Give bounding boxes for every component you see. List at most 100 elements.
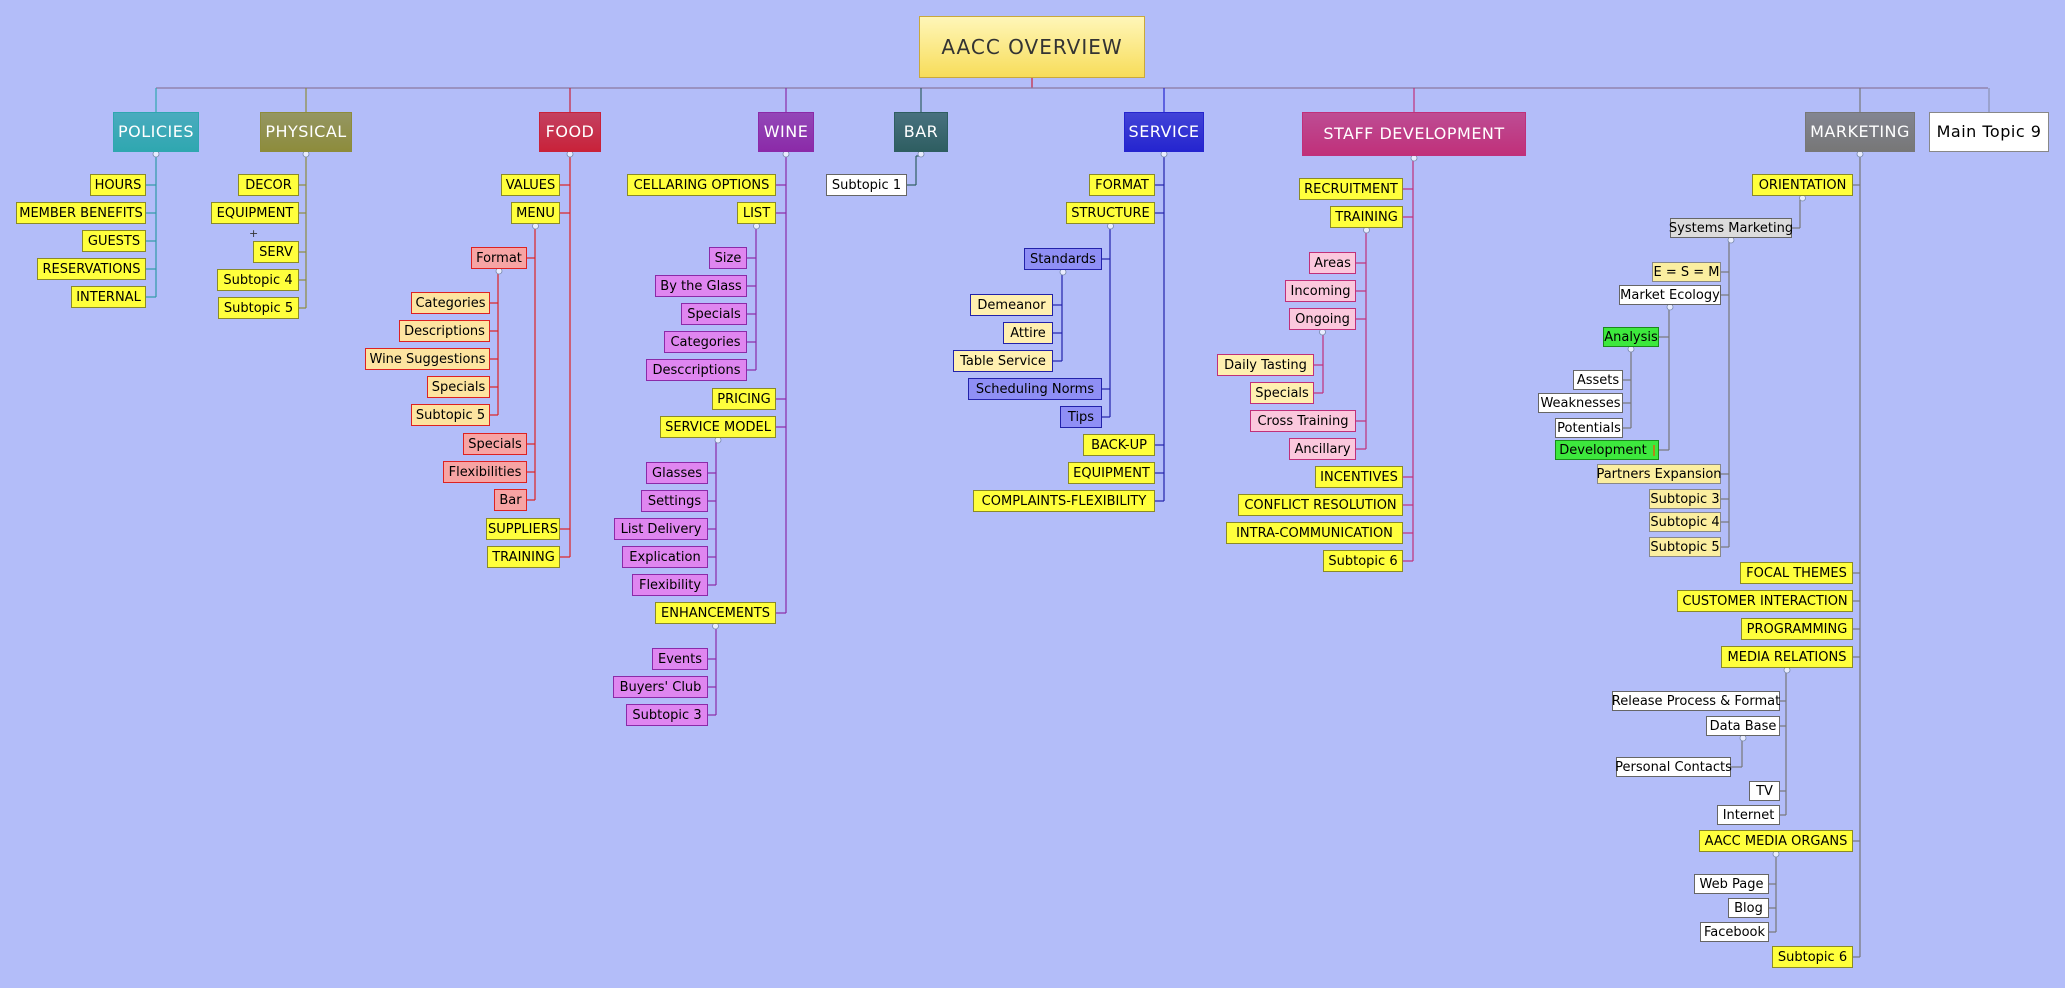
node-food-values[interactable]: VALUES bbox=[501, 174, 560, 196]
node-wine-glass[interactable]: By the Glass bbox=[655, 275, 747, 297]
node-phy-decor[interactable]: DECOR bbox=[238, 174, 299, 196]
node-stf-specials[interactable]: Specials bbox=[1250, 382, 1314, 404]
node-pol-res[interactable]: RESERVATIONS bbox=[37, 258, 146, 280]
node-stf-intra[interactable]: INTRA-COMMUNICATION bbox=[1226, 522, 1403, 544]
node-stf-incoming[interactable]: Incoming bbox=[1285, 280, 1356, 302]
node-wine-flex[interactable]: Flexibility bbox=[632, 574, 708, 596]
node-mkt-analysis[interactable]: Analysis bbox=[1603, 327, 1659, 347]
node-svc-attire[interactable]: Attire bbox=[1003, 322, 1053, 344]
node-marketing[interactable]: MARKETING bbox=[1805, 112, 1915, 152]
node-mkt-sub6[interactable]: Subtopic 6 bbox=[1772, 946, 1853, 968]
node-food-menu[interactable]: MENU bbox=[511, 202, 560, 224]
node-svc-structure[interactable]: STRUCTURE bbox=[1066, 202, 1155, 224]
node-mkt-partners[interactable]: Partners Expansion bbox=[1596, 464, 1722, 484]
node-phy-sub4[interactable]: Subtopic 4 bbox=[217, 269, 299, 291]
node-food-desc[interactable]: Descriptions bbox=[399, 320, 490, 342]
node-svc-standards[interactable]: Standards bbox=[1024, 248, 1102, 270]
node-wine-explic[interactable]: Explication bbox=[622, 546, 708, 568]
node-svc-complaints[interactable]: COMPLAINTS-FLEXIBILITY bbox=[973, 490, 1155, 512]
node-wine-cellar[interactable]: CELLARING OPTIONS bbox=[627, 174, 776, 196]
node-pol-guests[interactable]: GUESTS bbox=[82, 230, 146, 252]
node-stf-incentives[interactable]: INCENTIVES bbox=[1315, 466, 1403, 488]
node-svc-format[interactable]: FORMAT bbox=[1089, 174, 1155, 196]
node-wine-cats[interactable]: Categories bbox=[664, 331, 747, 353]
node-phy-sub5[interactable]: Subtopic 5 bbox=[218, 297, 299, 319]
node-mkt-organs[interactable]: AACC MEDIA ORGANS bbox=[1699, 830, 1853, 852]
node-mkt-focal[interactable]: FOCAL THEMES bbox=[1740, 562, 1853, 584]
node-mkt-weak[interactable]: Weaknesses bbox=[1538, 393, 1623, 413]
node-mkt-assets[interactable]: Assets bbox=[1573, 370, 1623, 390]
node-wine-settings[interactable]: Settings bbox=[641, 490, 708, 512]
node-root[interactable]: AACC OVERVIEW bbox=[919, 16, 1145, 78]
node-policies[interactable]: POLICIES bbox=[113, 112, 199, 152]
node-mkt-personal[interactable]: Personal Contacts bbox=[1615, 757, 1732, 777]
node-food-suppliers[interactable]: SUPPLIERS bbox=[486, 518, 560, 540]
node-food-training[interactable]: TRAINING bbox=[487, 546, 560, 568]
node-mkt-ecology[interactable]: Market Ecology bbox=[1619, 285, 1721, 305]
node-wine-glasses[interactable]: Glasses bbox=[646, 462, 708, 484]
node-service[interactable]: SERVICE bbox=[1124, 112, 1204, 152]
node-mkt-orient[interactable]: ORIENTATION bbox=[1752, 174, 1853, 196]
node-wine-enh[interactable]: ENHANCEMENTS bbox=[655, 602, 776, 624]
node-wine[interactable]: WINE bbox=[758, 112, 814, 152]
node-mkt-internet[interactable]: Internet bbox=[1717, 805, 1780, 825]
node-stf-ancillary[interactable]: Ancillary bbox=[1289, 438, 1356, 460]
node-mkt-programming[interactable]: PROGRAMMING bbox=[1741, 618, 1853, 640]
node-food-wine[interactable]: Wine Suggestions bbox=[365, 348, 490, 370]
node-wine-sub3[interactable]: Subtopic 3 bbox=[626, 704, 708, 726]
node-food-format[interactable]: Format bbox=[471, 247, 527, 269]
node-food-sub5[interactable]: Subtopic 5 bbox=[411, 404, 490, 426]
node-mkt-sub3[interactable]: Subtopic 3 bbox=[1649, 489, 1721, 509]
node-wine-size[interactable]: Size bbox=[709, 247, 747, 269]
node-food[interactable]: FOOD bbox=[539, 112, 601, 152]
node-mkt-tv[interactable]: TV bbox=[1749, 781, 1780, 801]
node-wine-events[interactable]: Events bbox=[652, 648, 708, 670]
node-food-bar[interactable]: Bar bbox=[494, 489, 527, 511]
node-physical[interactable]: PHYSICAL bbox=[260, 112, 352, 152]
node-bar[interactable]: BAR bbox=[894, 112, 948, 152]
note-flag-icon[interactable] bbox=[1652, 444, 1655, 456]
node-food-cat[interactable]: Categories bbox=[411, 292, 490, 314]
node-food-spec1[interactable]: Specials bbox=[427, 376, 490, 398]
node-stf-daily[interactable]: Daily Tasting bbox=[1217, 354, 1314, 376]
node-stf-ongoing[interactable]: Ongoing bbox=[1289, 308, 1356, 330]
node-stf-sub6[interactable]: Subtopic 6 bbox=[1323, 550, 1403, 572]
node-mkt-webpage[interactable]: Web Page bbox=[1694, 874, 1769, 894]
node-wine-specials[interactable]: Specials bbox=[681, 303, 747, 325]
node-mkt-database[interactable]: Data Base bbox=[1706, 716, 1780, 736]
node-svc-sched[interactable]: Scheduling Norms bbox=[968, 378, 1102, 400]
node-stf-areas[interactable]: Areas bbox=[1309, 252, 1356, 274]
node-mkt-esm[interactable]: E = S = M bbox=[1652, 262, 1721, 282]
node-wine-pricing[interactable]: PRICING bbox=[712, 388, 776, 410]
node-stf-cross[interactable]: Cross Training bbox=[1250, 410, 1356, 432]
node-bar-sub1[interactable]: Subtopic 1 bbox=[826, 174, 907, 196]
node-mkt-customer[interactable]: CUSTOMER INTERACTION bbox=[1677, 590, 1853, 612]
node-stf-conflict[interactable]: CONFLICT RESOLUTION bbox=[1238, 494, 1403, 516]
node-svc-demeanor[interactable]: Demeanor bbox=[970, 294, 1053, 316]
node-phy-equip[interactable]: EQUIPMENT bbox=[211, 202, 299, 224]
node-pol-member[interactable]: MEMBER BENEFITS bbox=[16, 202, 146, 224]
node-mkt-sub4[interactable]: Subtopic 4 bbox=[1649, 512, 1721, 532]
node-svc-table[interactable]: Table Service bbox=[953, 350, 1053, 372]
node-svc-backup[interactable]: BACK-UP bbox=[1083, 434, 1155, 456]
node-mkt-sysmkt[interactable]: Systems Marketing bbox=[1669, 218, 1793, 238]
node-wine-desc[interactable]: Desccriptions bbox=[646, 359, 747, 381]
node-mkt-media[interactable]: MEDIA RELATIONS bbox=[1721, 646, 1853, 668]
node-wine-listdel[interactable]: List Delivery bbox=[614, 518, 708, 540]
node-stf-training[interactable]: TRAINING bbox=[1330, 206, 1403, 228]
node-wine-svcmodel[interactable]: SERVICE MODEL bbox=[660, 416, 776, 438]
node-pol-internal[interactable]: INTERNAL bbox=[71, 286, 146, 308]
node-mkt-release[interactable]: Release Process & Format bbox=[1612, 691, 1780, 711]
node-wine-buyers[interactable]: Buyers' Club bbox=[613, 676, 708, 698]
node-food-spec2[interactable]: Specials bbox=[463, 433, 527, 455]
node-svc-tips[interactable]: Tips bbox=[1060, 406, 1102, 428]
node-main9[interactable]: Main Topic 9 bbox=[1929, 112, 2049, 152]
node-mkt-facebook[interactable]: Facebook bbox=[1700, 922, 1769, 942]
node-wine-list[interactable]: LIST bbox=[737, 202, 776, 224]
node-mkt-sub5[interactable]: Subtopic 5 bbox=[1649, 537, 1721, 557]
expand-plus-icon[interactable]: + bbox=[249, 227, 259, 240]
node-pol-hours[interactable]: HOURS bbox=[90, 174, 146, 196]
node-stf-recruit[interactable]: RECRUITMENT bbox=[1299, 178, 1403, 200]
node-staff[interactable]: STAFF DEVELOPMENT bbox=[1302, 112, 1526, 156]
node-mkt-blog[interactable]: Blog bbox=[1728, 898, 1769, 918]
